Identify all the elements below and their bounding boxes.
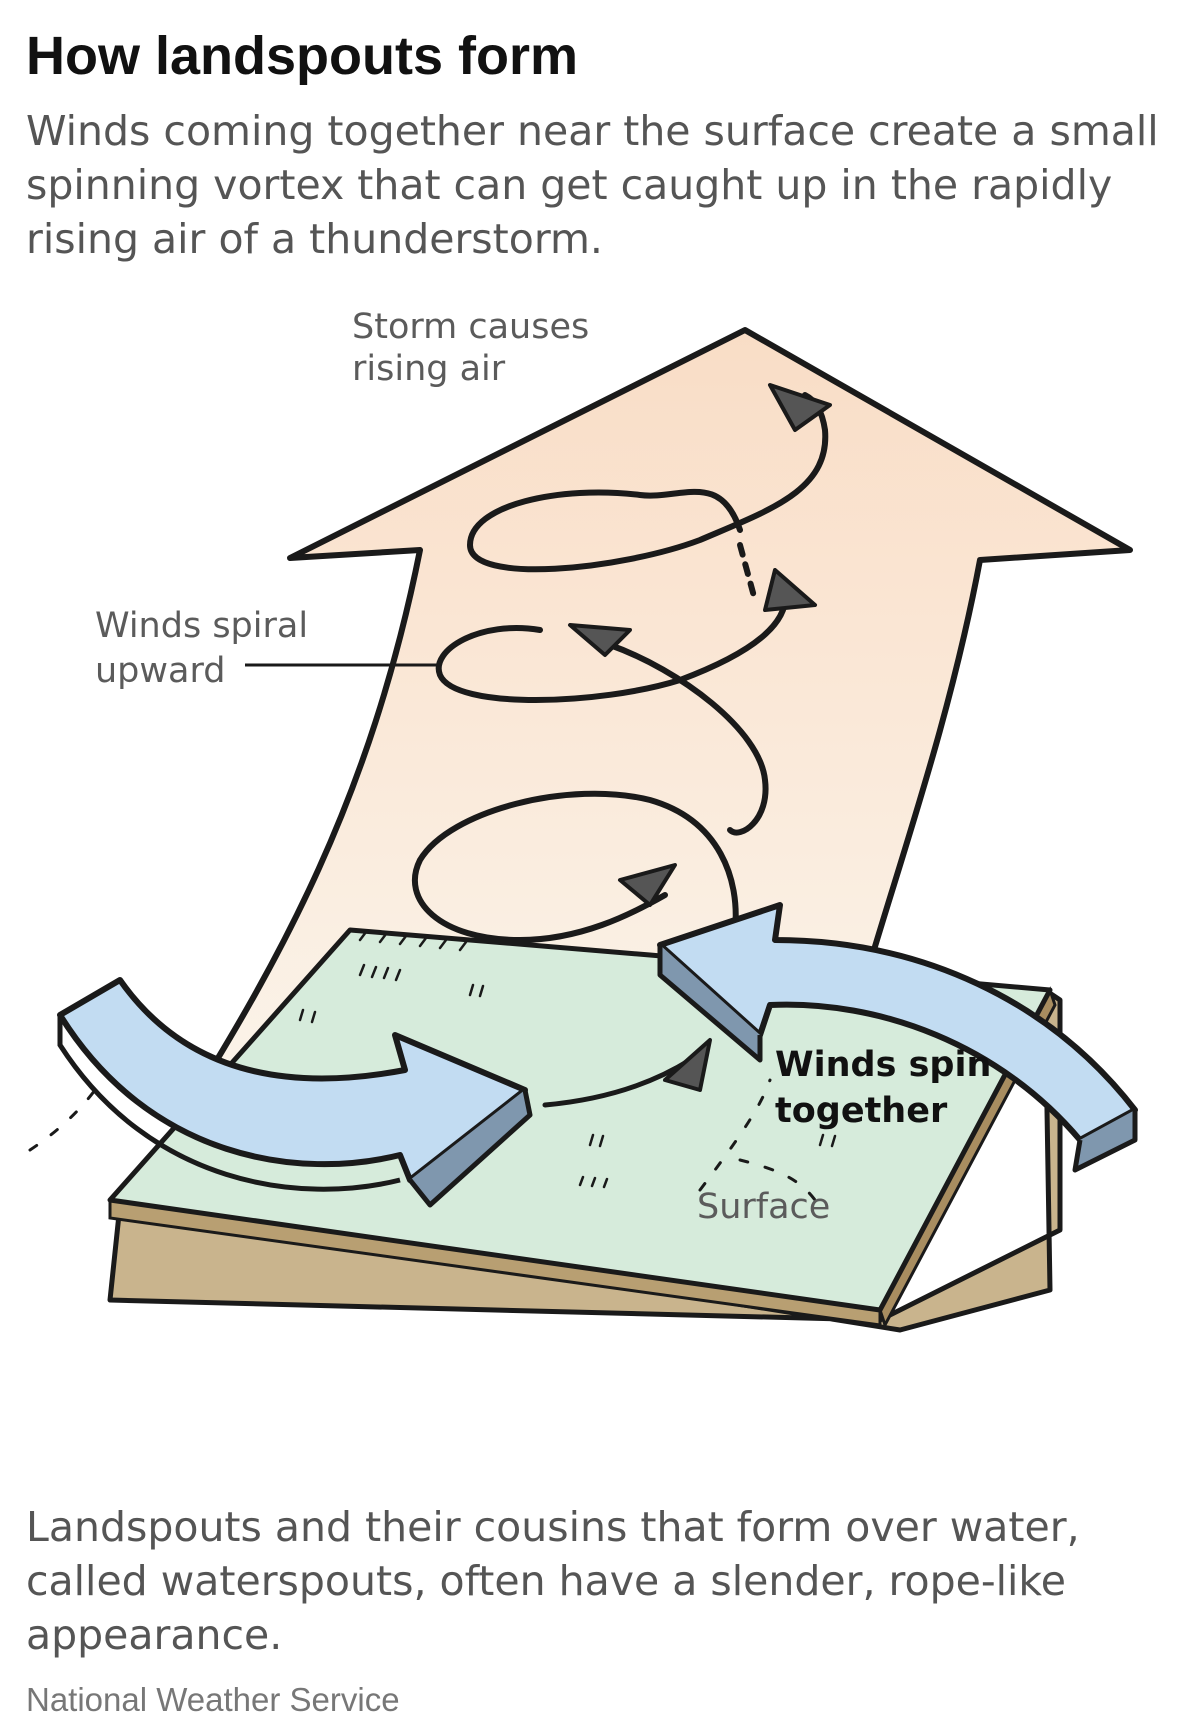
label-winds-spin: Winds spin together (775, 1045, 1004, 1131)
spiral-vortex (412, 392, 829, 944)
spiral-arrowheads (568, 383, 832, 907)
page-title: How landspouts form (26, 26, 578, 86)
source-credit: National Weather Service (26, 1681, 400, 1718)
label-rising-air: Storm causes rising air (352, 307, 600, 389)
arrowhead-top-icon (768, 383, 832, 432)
arrowhead-middle-right-icon (763, 568, 817, 612)
surface-swirl-lines (28, 1078, 817, 1202)
surface-flow-arrow (542, 1038, 712, 1108)
subtitle: Winds coming together near the surface c… (26, 107, 1159, 263)
arrowhead-lower-icon (618, 863, 677, 907)
left-wind-arrow (57, 977, 533, 1208)
landspout-diagram: Storm causes rising air Winds spiral upw… (28, 307, 1138, 1333)
right-wind-arrow (657, 902, 1138, 1173)
label-surface: Surface (697, 1187, 830, 1227)
footer-description: Landspouts and their cousins that form o… (26, 1503, 1080, 1659)
surface-arrowhead-icon (663, 1038, 712, 1092)
label-winds-spiral: Winds spiral upward (95, 606, 319, 691)
arrowhead-middle-left-icon (568, 623, 632, 657)
grass-tufts (298, 930, 837, 1189)
